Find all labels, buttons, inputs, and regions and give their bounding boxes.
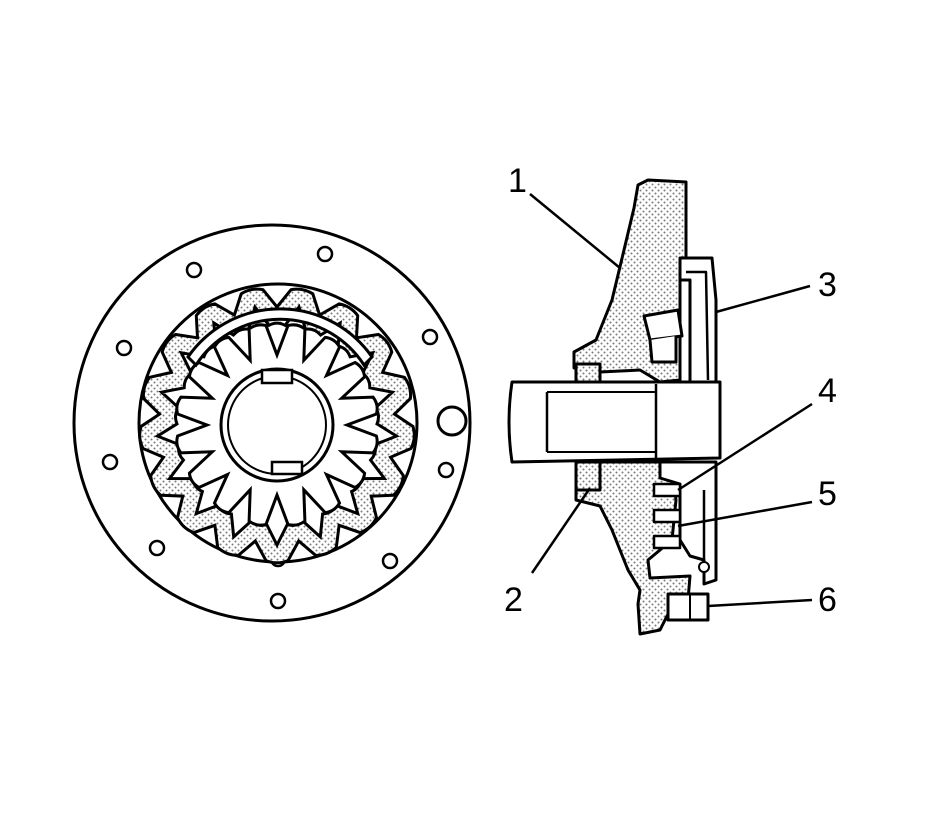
bolt-holes <box>101 245 455 610</box>
bolt-hole <box>101 453 119 471</box>
cover-plate-inner-line <box>686 270 710 381</box>
drive-hub <box>507 380 722 464</box>
cover-plate-upper <box>678 256 718 390</box>
relief-valve-spring <box>652 508 682 524</box>
bolt-hole <box>381 552 399 570</box>
section-view <box>507 178 722 636</box>
leader-lines <box>529 193 813 608</box>
bolt-hole <box>269 592 287 610</box>
seal-lower <box>574 460 602 492</box>
cover-bolt-upper <box>642 308 684 342</box>
leader-1 <box>529 193 621 269</box>
leader-3 <box>715 284 811 314</box>
bolt-hole <box>437 461 455 479</box>
callout-5: 5 <box>818 475 837 513</box>
callout-labels: 1 2 3 4 5 6 <box>504 162 837 619</box>
bolt-hole <box>148 539 166 557</box>
front-view <box>72 223 472 623</box>
valve-pin <box>698 561 710 573</box>
callout-4: 4 <box>818 372 837 410</box>
leader-2 <box>530 487 592 574</box>
callout-3: 3 <box>818 266 837 304</box>
keyway-top <box>260 368 294 385</box>
callout-2: 2 <box>504 581 523 619</box>
bolt-hole <box>185 261 203 279</box>
dowel-hole <box>436 405 468 437</box>
callout-1: 1 <box>508 162 527 200</box>
seal-upper <box>574 362 602 384</box>
leader-5 <box>677 500 813 528</box>
relief-valve-bore <box>652 482 682 498</box>
relief-valve-spring-2 <box>652 534 682 550</box>
keyway-bottom <box>270 460 304 476</box>
bolt-hole <box>421 328 439 346</box>
crescent <box>186 307 374 368</box>
bolt-hole <box>316 245 334 263</box>
callout-6: 6 <box>818 581 837 619</box>
cover-bolt-lower <box>666 592 710 622</box>
bolt-hole <box>115 339 133 357</box>
cover-bolt-upper-shank <box>648 336 678 364</box>
leader-4 <box>677 402 813 492</box>
leader-6 <box>707 598 813 608</box>
